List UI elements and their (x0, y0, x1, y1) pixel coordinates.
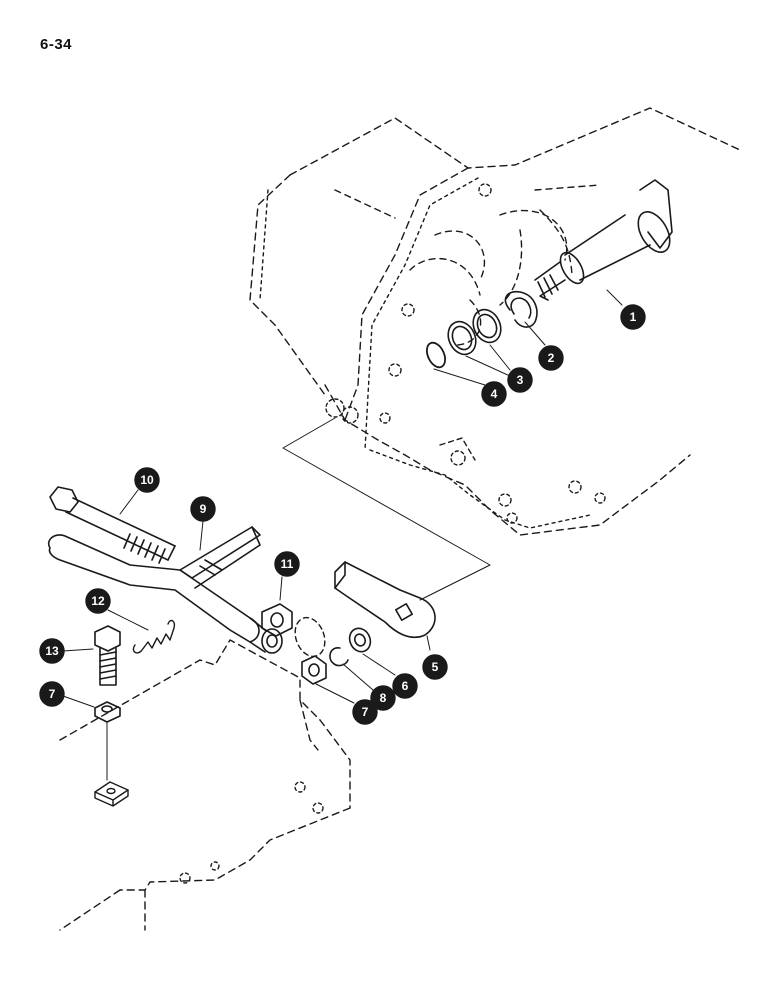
callout-2: 2 (538, 345, 564, 371)
callout-12: 12 (85, 588, 111, 614)
snap-ring-part-2 (504, 290, 538, 328)
leader-lines (62, 289, 623, 781)
nut-part-7-left (94, 701, 121, 723)
mounting-plane (282, 417, 491, 601)
callout-8: 8 (370, 685, 396, 711)
bushing-part-11 (261, 603, 293, 637)
clip-part-8 (329, 647, 349, 667)
page-number: 6-34 (40, 36, 73, 53)
nut-part-7-right (301, 655, 327, 685)
callout-7-right-label: 7 (362, 705, 369, 719)
callout-8-label: 8 (380, 691, 387, 705)
tractor-frame (59, 639, 351, 931)
callout-2-label: 2 (548, 351, 555, 365)
transmission-housing (249, 107, 741, 536)
callout-1-label: 1 (630, 310, 637, 324)
callout-7-left-label: 7 (49, 687, 56, 701)
bolt-part-10 (49, 486, 176, 564)
callout-13-label: 13 (45, 644, 59, 658)
callout-4: 4 (481, 381, 507, 407)
callout-5-label: 5 (432, 660, 439, 674)
callout-3: 3 (507, 367, 533, 393)
washer-part-6 (348, 627, 372, 653)
callout-4-label: 4 (491, 387, 498, 401)
callout-6: 6 (392, 673, 418, 699)
lever-part-9 (47, 526, 283, 654)
callout-10-label: 10 (140, 473, 154, 487)
callout-9-label: 9 (200, 502, 207, 516)
callout-11: 11 (274, 551, 300, 577)
callout-7-left: 7 (39, 681, 65, 707)
callout-3-label: 3 (517, 373, 524, 387)
o-ring-part-4 (426, 341, 446, 369)
callout-9: 9 (190, 496, 216, 522)
weld-plate (94, 781, 129, 807)
callout-6-label: 6 (402, 679, 409, 693)
callout-13: 13 (39, 638, 65, 664)
callouts: 1 2 3 4 5 6 8 7 (39, 304, 646, 725)
callout-1: 1 (620, 304, 646, 330)
callout-12-label: 12 (91, 594, 105, 608)
callout-7-right: 7 (352, 699, 378, 725)
arm-part-5 (334, 561, 436, 639)
spring-part-12 (132, 619, 176, 654)
callout-10: 10 (134, 467, 160, 493)
callout-5: 5 (422, 654, 448, 680)
washers-part-3 (447, 308, 502, 356)
callout-11-label: 11 (281, 557, 294, 571)
bolt-part-13 (94, 625, 121, 686)
shaft-part-1 (534, 179, 673, 301)
shaft-boss-outline (294, 616, 326, 658)
